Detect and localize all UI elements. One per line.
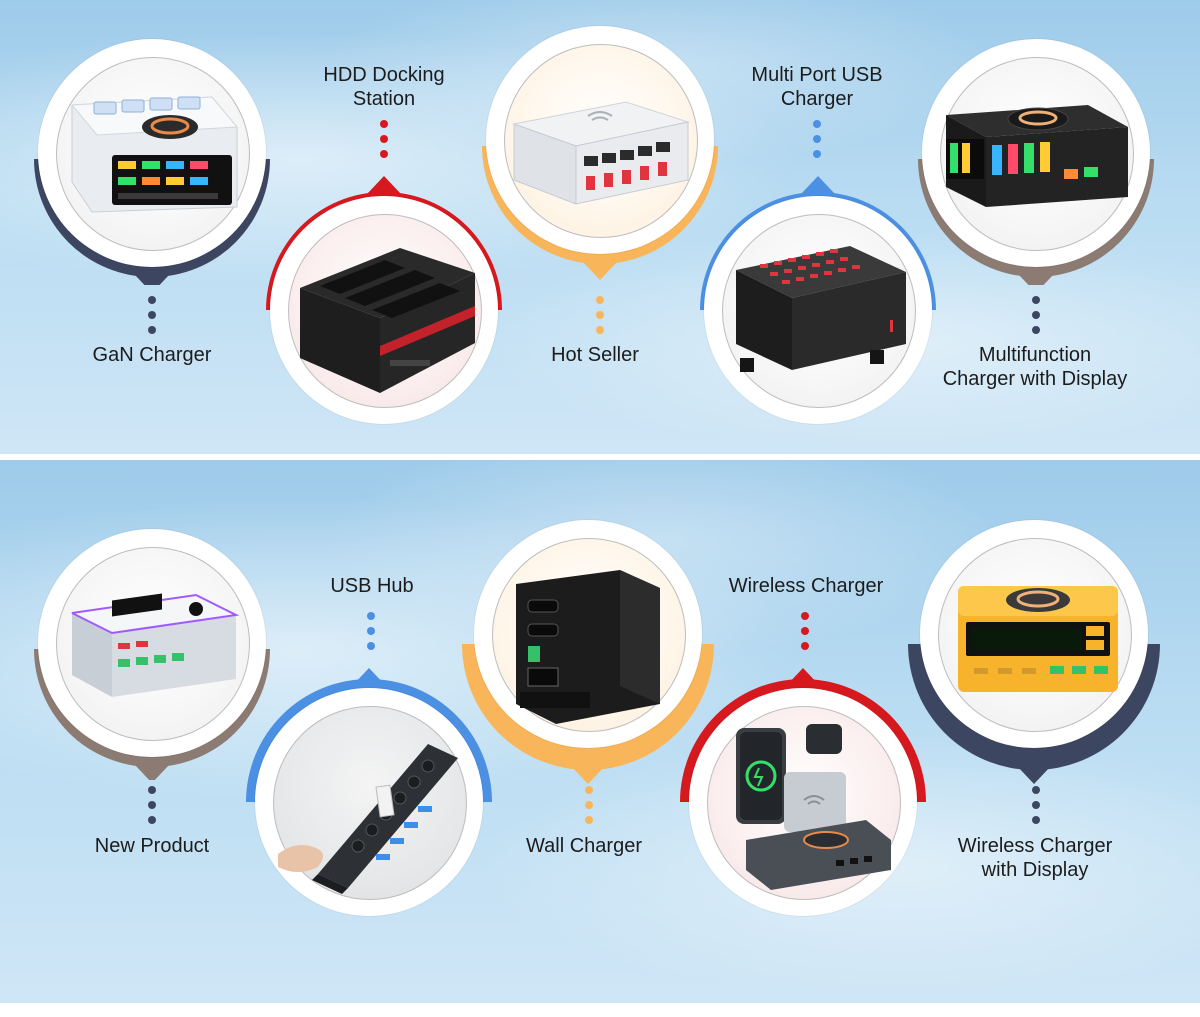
usb-hub-with-switches-image [278,744,458,894]
label-multifunction-charger-with-display: Multifunction Charger with Display [942,344,1128,390]
label-wireless-charger-with-display: Wireless Charger with Display [957,835,1113,881]
connector-dots [1032,296,1040,341]
connector-dots [596,296,604,341]
pd-wall-charger-image [516,570,660,724]
product-node-wireless-charger[interactable] [674,660,932,925]
label-hot-seller: Hot Seller [551,344,639,366]
three-in-one-wireless-stand-image [736,724,891,890]
label-multi-port-usb-charger: Multi Port USB Charger [751,64,883,110]
gan-charger-with-wireless-pad-image [70,96,239,213]
connector-dots [1032,786,1040,831]
connector-dots [813,120,821,165]
label-hdd-docking-station: HDD Docking Station [323,64,445,110]
product-node-usb-hub[interactable] [240,660,498,925]
ring-arc [462,644,714,784]
product-node-wireless-charger-with-display[interactable] [902,512,1166,787]
hdd-docking-station-image [300,248,475,393]
display-charger-with-wireless-pad-image [946,105,1128,207]
connector-dots [380,120,388,165]
connector-dots [148,296,156,341]
connector-dots [801,612,809,657]
connector-dots [148,786,156,831]
label-new-product: New Product [94,835,210,857]
multi-port-usb-charger-image [736,246,906,372]
product-node-new-product[interactable] [28,525,276,780]
yellow-display-wireless-charger-image [958,586,1118,692]
ring-arc [908,644,1160,784]
product-node-hot-seller[interactable] [476,18,724,283]
multi-port-wireless-charger-image [512,101,690,205]
footer-strip [0,1003,1200,1017]
product-node-multifunction-charger-with-display[interactable] [912,35,1160,285]
product-node-hdd-docking-station[interactable] [260,168,508,433]
label-usb-hub: USB Hub [330,575,414,597]
product-node-wall-charger[interactable] [456,512,720,787]
product-node-gan-charger[interactable] [28,35,276,285]
connector-dots [367,612,375,657]
label-gan-charger: GaN Charger [92,344,212,366]
product-node-multi-port-usb-charger[interactable] [694,168,942,433]
label-wireless-charger: Wireless Charger [728,575,884,597]
rgb-desktop-charger-image [70,593,240,697]
connector-dots [585,786,593,831]
panel-divider [0,454,1200,460]
label-wall-charger: Wall Charger [526,835,642,857]
